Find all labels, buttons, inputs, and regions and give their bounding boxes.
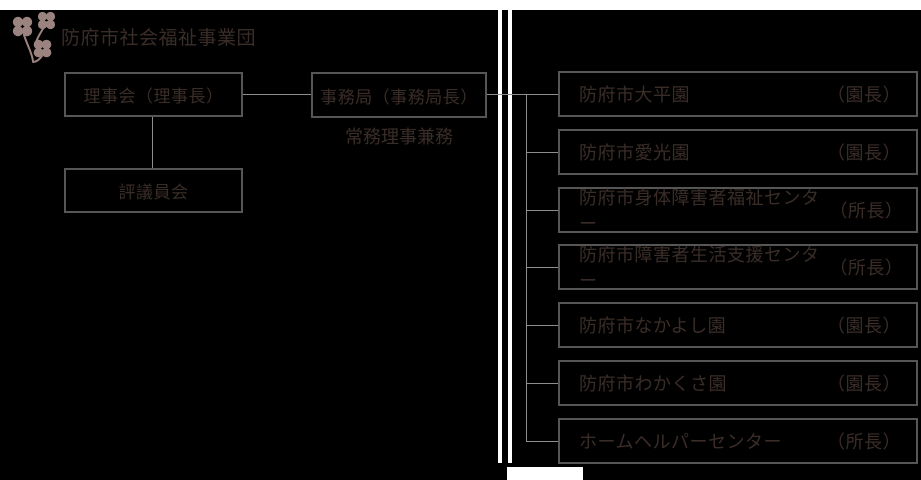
connector-secretariat-facilities	[487, 94, 558, 95]
connector-stub-facility-6	[526, 383, 558, 384]
secretariat-note: 常務理事兼務	[345, 127, 453, 148]
page-gutter-bar-left	[498, 0, 502, 463]
secretariat-label: 事務局（事務局長）	[320, 87, 478, 108]
connector-stub-facility-2	[526, 152, 558, 153]
board-of-directors-label: 理事会（理事長）	[83, 87, 224, 107]
clover-leaf-1	[12, 16, 33, 37]
facility-role: （所長）	[829, 258, 904, 279]
facility-name: 防府市障害者生活支援センター	[579, 245, 820, 292]
facility-box-nakayoshi-en: 防府市なかよし園 （園長）	[558, 302, 918, 348]
clover-stems	[23, 21, 48, 63]
clover-leaf-2	[37, 11, 56, 30]
facility-box-aiko-en: 防府市愛光園 （園長）	[558, 129, 918, 175]
facility-role: （園長）	[827, 316, 901, 337]
connector-board-secretariat	[243, 94, 311, 95]
connector-stub-facility-7	[526, 441, 558, 442]
facility-name: 防府市大平園	[579, 85, 690, 106]
facility-name: 防府市身体障害者福祉センター	[579, 188, 820, 235]
board-of-directors-box: 理事会（理事長）	[64, 72, 243, 117]
facility-name: 防府市わかくさ園	[579, 374, 727, 395]
secretariat-box: 事務局（事務局長）	[311, 72, 487, 118]
connector-stub-facility-3	[526, 210, 558, 211]
facility-name: 防府市愛光園	[579, 143, 690, 164]
facility-box-wakakusa-en: 防府市わかくさ園 （園長）	[558, 360, 918, 406]
facility-role: （園長）	[827, 374, 901, 395]
facility-box-home-helper-center: ホームヘルパーセンター （所長）	[558, 418, 918, 464]
page-title: 防府市社会福祉事業団	[61, 27, 257, 49]
facility-role: （園長）	[827, 85, 901, 106]
connector-trunk-vertical	[526, 94, 527, 442]
facility-role: （所長）	[829, 201, 904, 222]
facility-box-ohira-en: 防府市大平園 （園長）	[558, 71, 918, 117]
council-label: 評議員会	[118, 183, 189, 203]
clover-icon	[12, 11, 56, 63]
facility-name: 防府市なかよし園	[579, 316, 727, 337]
connector-stub-facility-4	[526, 267, 558, 268]
facility-name: ホームヘルパーセンター	[579, 432, 782, 453]
facility-box-disability-life-support-center: 防府市障害者生活支援センター （所長）	[558, 244, 918, 292]
connector-stub-facility-5	[526, 325, 558, 326]
council-box: 評議員会	[64, 168, 243, 213]
facility-role: （園長）	[827, 143, 901, 164]
facility-box-physical-disability-welfare-center: 防府市身体障害者福祉センター （所長）	[558, 187, 918, 235]
page-gutter-bar-right	[508, 0, 512, 463]
page-top-margin	[0, 0, 921, 10]
facility-role: （所長）	[827, 432, 901, 453]
connector-board-council	[152, 117, 153, 168]
page-bottom-margin-patch	[507, 467, 583, 480]
